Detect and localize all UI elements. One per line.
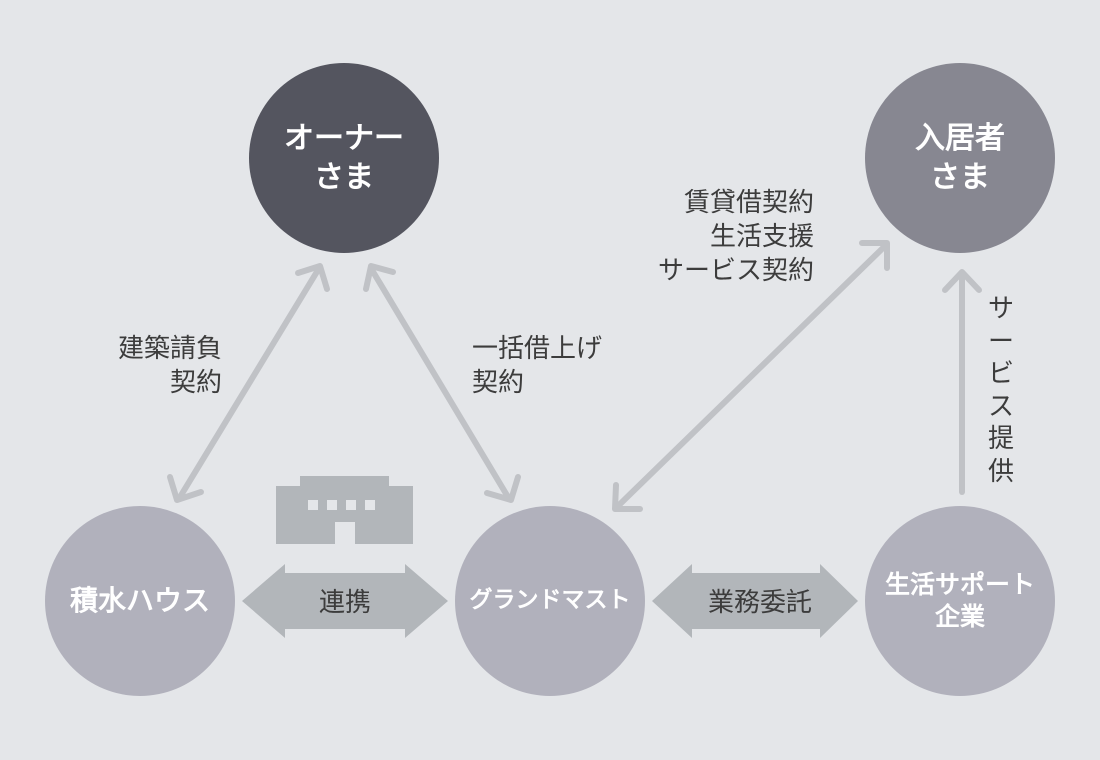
service-char-2: ー (987, 326, 1014, 357)
gyomu-label: 業務委託 (707, 588, 812, 618)
node-grandmast: グランドマスト (455, 506, 645, 696)
grandmast-label: グランドマスト (469, 587, 631, 614)
tenant-contracts-line-3: サービス契約 (657, 255, 814, 286)
support-line-2: 企業 (934, 602, 985, 631)
arrow-support-tenant (942, 269, 982, 495)
owner-line-1: オーナー (284, 121, 404, 156)
tenant-line-1: 入居者 (915, 121, 1005, 156)
tenant-line-2: さま (930, 160, 990, 195)
service-char-1: サ (987, 294, 1014, 324)
lease-line-2: 契約 (472, 367, 525, 398)
label-lease-contract: 一括借上げ 契約 (472, 333, 602, 401)
label-construction-contract: 建築請負 契約 (118, 333, 222, 401)
node-tenant: 入居者 さま (865, 63, 1055, 253)
owner-line-2: さま (314, 160, 374, 195)
label-service-provide: サ ー ビ ス 提 供 (985, 293, 1017, 488)
label-tenant-contracts: 賃貸借契約 生活支援 サービス契約 (658, 187, 814, 288)
building-icon (276, 476, 413, 544)
service-char-6: 供 (987, 456, 1014, 487)
node-life-support: 生活サポート 企業 (865, 506, 1055, 696)
lease-line-1: 一括借上げ (472, 334, 603, 364)
support-line-1: 生活サポート (884, 569, 1035, 599)
service-char-4: ス (987, 391, 1014, 422)
node-owner: オーナー さま (249, 63, 439, 253)
arrow-owner-grandmast (363, 263, 521, 503)
gyomu-band (652, 564, 858, 638)
arrow-owner-sekisui (167, 263, 330, 503)
service-char-3: ビ (987, 359, 1014, 389)
construction-line-1: 建築請負 (117, 334, 222, 364)
renkei-label: 連携 (318, 588, 371, 618)
tenant-contracts-line-1: 賃貸借契約 (683, 188, 814, 218)
sekisui-label: 積水ハウス (69, 583, 210, 617)
service-char-5: 提 (987, 424, 1014, 454)
tenant-contracts-line-2: 生活支援 (709, 221, 814, 252)
node-sekisui-house: 積水ハウス (45, 506, 235, 696)
construction-line-2: 契約 (169, 367, 222, 398)
arrow-tenant-grandmast (612, 240, 890, 512)
renkei-band (242, 564, 448, 638)
